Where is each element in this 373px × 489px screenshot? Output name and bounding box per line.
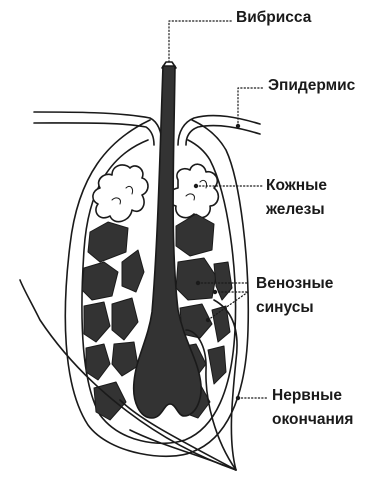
label-epidermis: Эпидермис [268,76,355,96]
label-nerve-endings-line1: Нервные [272,386,342,406]
label-skin-glands-line2: железы [266,200,325,220]
gland-left [93,165,148,222]
skin-glands [93,164,218,221]
label-nerve-endings-line2: окончания [272,410,353,430]
label-venous-sinuses-line1: Венозные [256,274,333,294]
label-vibrissa: Вибрисса [236,8,311,28]
label-venous-sinuses-line2: синусы [256,298,314,318]
label-skin-glands-line1: Кожные [266,176,327,196]
gland-right [169,164,219,217]
